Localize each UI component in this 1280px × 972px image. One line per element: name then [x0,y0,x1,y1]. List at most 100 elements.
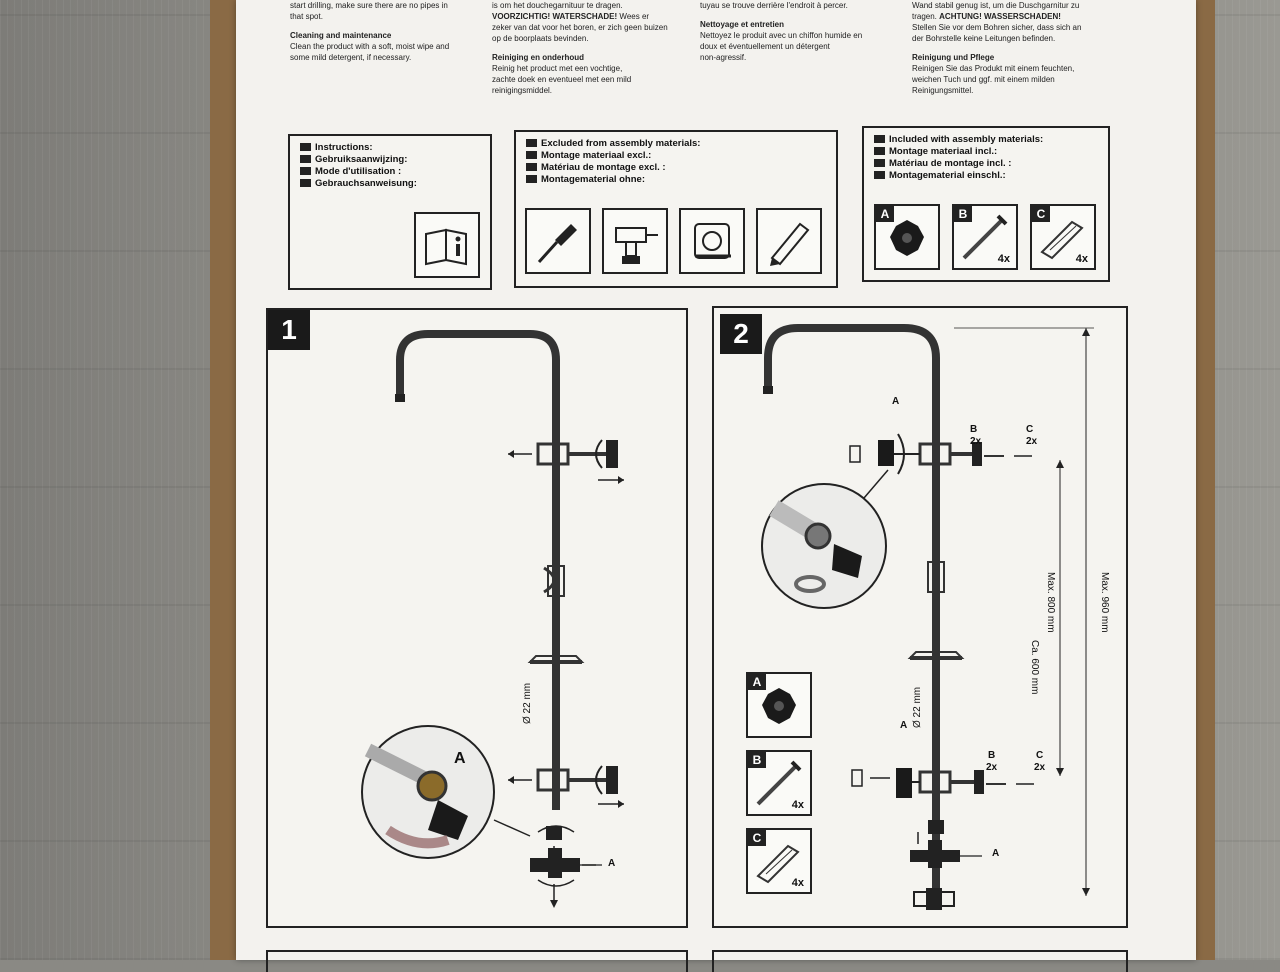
text-col-nl: is om het douchegarnituur te dragen. VOO… [492,0,692,96]
included-label: Montagematerial einschl.: [889,170,1006,181]
flag-de [526,175,537,183]
diameter-label: Ø 22 mm [522,682,533,724]
flag-fr [300,167,311,175]
step-2-diagram [761,324,1094,910]
text-line: Reinigungsmittel. [912,86,974,95]
text-line: is om het douchegarnituur te dragen. [492,1,623,10]
label-c-top: C [1026,424,1034,435]
section-heading: Reiniging en onderhoud [492,53,584,62]
flag-nl [526,151,537,159]
excluded-label: Matériau de montage excl. : [541,162,666,173]
text-line: op de boorplaats bevinden. [492,34,589,43]
knob-icon [890,220,924,256]
step-1-diagram [361,330,624,908]
included-lines: Included with assembly materials: Montag… [874,134,1043,182]
text-line: non-agressif. [700,53,747,62]
section-heading: Reinigung und Pflege [912,53,995,62]
text-col-en: start drilling, make sure there are no p… [290,0,480,63]
text-line: zeker van dat voor het boren, er zich ge… [492,23,668,32]
flag-fr [874,159,885,167]
screwdriver-icon [525,208,591,274]
callout-label-a: A [454,750,466,767]
dimension-800-label: Max. 800 mm [1045,572,1056,633]
step2-part-a-tile: A [746,672,812,738]
text-line: doux et éventuellement un détergent [700,42,830,51]
step2-part-c-tile: C 4x [746,828,812,894]
text-line: Nettoyez le produit avec un chiffon humi… [700,31,863,40]
label-a-mid: A [900,720,908,731]
included-label: Montage materiaal incl.: [889,146,998,157]
flag-en [300,143,311,151]
part-label: A [748,674,766,690]
instructions-box: Instructions: Gebruiksaanwijzing: Mode d… [288,134,492,290]
flag-de [874,171,885,179]
flag-en [526,139,537,147]
flag-nl [300,155,311,163]
text-line: some mild detergent, if necessary. [290,53,412,62]
text-line: Wees er [617,12,650,21]
wall-plug-icon [1040,220,1084,260]
step2-part-b-tile: B 4x [746,750,812,816]
instructions-label: Gebrauchsanweisung: [315,178,417,189]
text-line: tragen. [912,12,937,21]
warning-text: VOORZICHTIG! WATERSCHADE! [492,12,618,21]
part-count: 4x [791,799,804,811]
text-line: Reinig het product met een vochtige, [492,64,623,73]
dimension-960-label: Max. 960 mm [1099,572,1110,633]
excluded-label: Excluded from assembly materials: [541,138,701,149]
part-b-tile: B 4x [952,204,1018,270]
step-3-panel-edge [266,950,688,972]
dimension-600-label: Ca. 600 mm [1029,640,1040,695]
text-line: Clean the product with a soft, moist wip… [290,42,450,51]
text-line: Stellen Sie vor dem Bohren sicher, dass … [912,23,1082,32]
text-col-fr: tuyau se trouve derrière l'endroit à per… [700,0,900,63]
text-line: tuyau se trouve derrière l'endroit à per… [700,1,848,10]
flag-nl [874,147,885,155]
included-label: Included with assembly materials: [889,134,1044,145]
instruction-sheet: start drilling, make sure there are no p… [236,0,1196,972]
label-c-bottom-count: 2x [1034,762,1046,773]
label-b-bottom-count: 2x [986,762,998,773]
text-line: that spot. [290,12,323,21]
flag-en [874,135,885,143]
included-label: Matériau de montage incl. : [889,158,1012,169]
excluded-label: Montage materiaal excl.: [541,150,652,161]
step-number: 2 [720,314,762,354]
part-count: 4x [791,877,804,889]
part-label: B [954,206,972,222]
text-line: Wand stabil genug ist, um die Duschgarni… [912,1,1080,10]
screw-icon [756,760,802,806]
part-a-tile: A [874,204,940,270]
label-b-top-count: 2x [970,436,982,447]
screw-icon [962,214,1008,260]
knob-icon [762,688,796,724]
label-b-top: B [970,424,978,435]
instructions-label: Instructions: [315,142,373,153]
instructions-label: Mode d'utilisation : [315,166,402,177]
section-heading: Cleaning and maintenance [290,31,392,40]
part-count: 4x [997,253,1010,265]
pencil-icon [756,208,822,274]
text-col-de: Wand stabil genug ist, um die Duschgarni… [912,0,1112,96]
instructions-lines: Instructions: Gebruiksaanwijzing: Mode d… [300,142,417,190]
part-count: 4x [1075,253,1088,265]
excluded-materials-box: Excluded from assembly materials: Montag… [514,130,838,288]
instructions-label: Gebruiksaanwijzing: [315,154,408,165]
part-label: A [876,206,894,222]
label-c-bottom: C [1036,750,1044,761]
flag-fr [526,163,537,171]
part-label: C [748,830,766,846]
step-number: 1 [268,310,310,350]
text-line: der Bohrstelle keine Leitungen befinden. [912,34,1056,43]
label-a-bottom: A [992,848,1000,859]
tape-measure-icon [679,208,745,274]
part-label: C [1032,206,1050,222]
part-label: B [748,752,766,768]
flag-de [300,179,311,187]
drill-icon [602,208,668,274]
wall-plug-icon [756,844,800,884]
part-label-a: A [608,858,616,869]
manual-info-icon [414,212,480,278]
diameter-label: Ø 22 mm [912,686,923,728]
text-line: reinigingsmiddel. [492,86,553,95]
